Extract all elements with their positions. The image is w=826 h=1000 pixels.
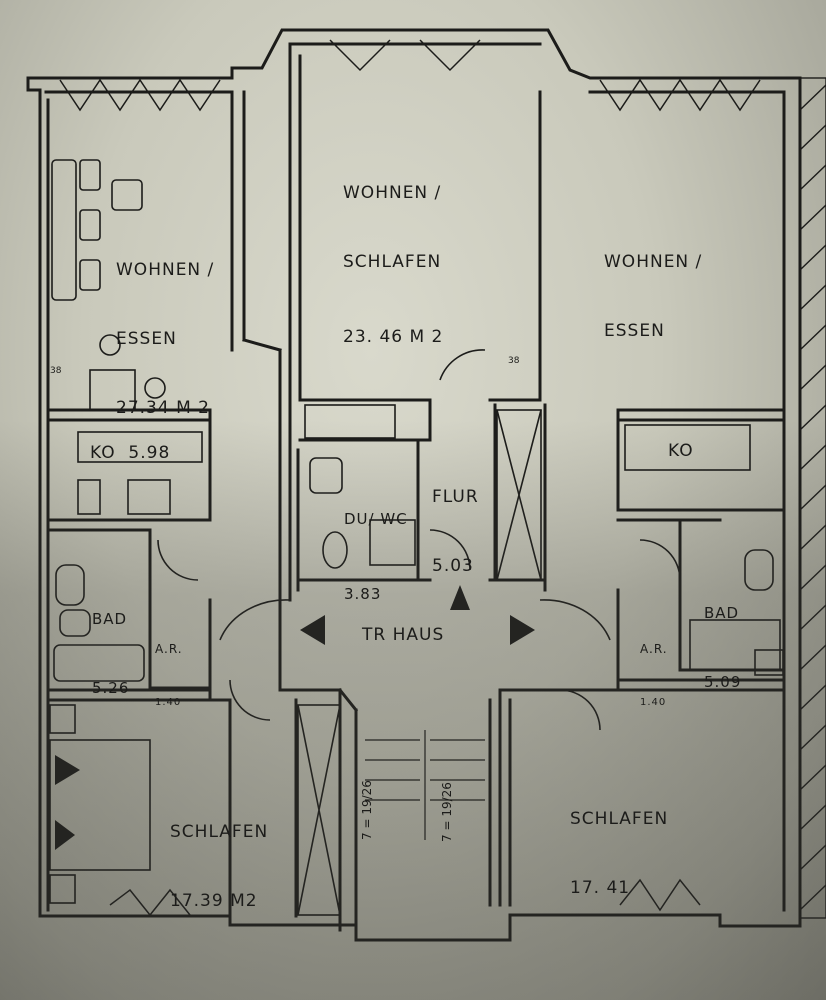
label-flur: FLUR 5.03 xyxy=(432,440,479,601)
label-left-living: WOHNEN / ESSEN 27.34 M 2 xyxy=(116,213,214,443)
stove-left xyxy=(127,479,171,515)
right-storage-name: A.R. xyxy=(640,642,668,656)
wall-lower-left xyxy=(228,698,512,918)
shower xyxy=(369,519,416,566)
arrow-left-entry xyxy=(300,615,325,645)
right-bedroom-area: 17. 41 xyxy=(570,878,631,898)
label-right-bath: BAD 5.09 xyxy=(704,556,741,717)
left-living-name1: WOHNEN / xyxy=(116,260,215,280)
outer-wall xyxy=(26,28,802,942)
bed-left xyxy=(49,739,151,871)
bathtub-left xyxy=(53,644,145,682)
door-arc-right-bath xyxy=(639,539,681,581)
wardrobe-center xyxy=(496,409,542,581)
window-top-right xyxy=(599,78,761,112)
door-arc-du xyxy=(429,529,471,571)
flur-area: 5.03 xyxy=(432,556,474,576)
label-stairwell: TR HAUS xyxy=(362,625,445,645)
toilet-left xyxy=(55,564,85,606)
kitchen-counter-right xyxy=(624,424,751,471)
door-arc-right-bed xyxy=(559,689,601,731)
left-storage-area: 1.40 xyxy=(155,697,182,708)
arrow-up-flur xyxy=(450,585,470,610)
label-right-bedroom: SCHLAFEN 17. 41 xyxy=(570,762,668,923)
right-bath-name: BAD xyxy=(704,604,740,622)
label-left-storage: A.R. 1.40 xyxy=(155,604,183,730)
outer-wall-inner xyxy=(44,42,786,912)
left-bath-name: BAD xyxy=(92,610,128,628)
sofa xyxy=(51,159,77,301)
chair-2 xyxy=(79,209,101,241)
label-right-kitchen: KO xyxy=(668,441,694,461)
wall-center xyxy=(296,54,547,592)
center-living-name1: WOHNEN / xyxy=(343,183,442,203)
label-center-living: WOHNEN / SCHLAFEN 23. 46 M 2 xyxy=(343,136,443,372)
left-living-name2: ESSEN xyxy=(116,329,177,349)
left-bath-area: 5.26 xyxy=(92,679,130,697)
sink-center xyxy=(309,457,343,494)
hatched-wall xyxy=(799,77,826,919)
right-bedroom-name: SCHLAFEN xyxy=(570,809,669,829)
toilet-center xyxy=(322,531,348,569)
left-bedroom-name: SCHLAFEN xyxy=(170,822,269,842)
door-arc-flur xyxy=(439,349,486,381)
stove-right xyxy=(754,649,784,676)
kitchen-counter-left xyxy=(77,431,203,463)
wardrobe-left-x xyxy=(297,704,341,916)
window-bottom-right xyxy=(619,878,701,912)
bath-tub-right xyxy=(689,619,781,671)
arrow-bed-left-2 xyxy=(55,820,75,850)
stair-label-left: 7 = 19/26 xyxy=(360,780,374,840)
left-living-area: 27.34 M 2 xyxy=(116,398,210,418)
door-arc-left-bath xyxy=(157,539,199,581)
nightstand-left-top xyxy=(49,704,76,734)
chair-1 xyxy=(79,159,101,191)
window-top-left xyxy=(59,78,221,112)
sink-left xyxy=(77,479,101,515)
right-living-name2: ESSEN xyxy=(604,321,665,341)
right-living-name1: WOHNEN / xyxy=(604,252,703,272)
right-bath-area: 5.09 xyxy=(704,673,742,691)
label-du-wc: DU/ WC 3.83 xyxy=(344,462,408,629)
label-left-bedroom: SCHLAFEN 17.39 M2 xyxy=(170,775,268,936)
wall-stairwell xyxy=(278,687,562,932)
door-arc-right-entry xyxy=(539,599,611,641)
left-bedroom-area: 17.39 M2 xyxy=(170,891,258,911)
right-storage-area: 1.40 xyxy=(640,697,667,708)
armchair xyxy=(111,179,143,211)
door-arc-left-bed xyxy=(229,679,271,721)
chair-3 xyxy=(79,259,101,291)
center-living-name2: SCHLAFEN xyxy=(343,252,442,272)
label-left-bath: BAD 5.26 xyxy=(92,562,129,723)
door-arc-left-entry xyxy=(219,599,291,641)
window-top-center xyxy=(329,39,481,72)
chair-dining-right xyxy=(144,377,166,399)
du-wc-area: 3.83 xyxy=(344,585,382,603)
dining-table xyxy=(89,369,136,411)
wardrobe-center-x xyxy=(496,409,542,581)
wardrobe-left xyxy=(297,704,341,916)
dim-38-center: 38 xyxy=(508,356,520,366)
arrow-bed-left-1 xyxy=(55,755,80,785)
flur-name: FLUR xyxy=(432,487,479,507)
arrow-right-entry xyxy=(510,615,535,645)
left-storage-name: A.R. xyxy=(155,642,183,656)
nightstand-left-bottom xyxy=(49,874,76,904)
du-wc-name: DU/ WC xyxy=(344,510,408,528)
sink-bath-left xyxy=(59,609,91,637)
center-living-area: 23. 46 M 2 xyxy=(343,327,444,347)
wall-left-corridor xyxy=(230,42,292,692)
window-bottom-left xyxy=(109,888,191,917)
label-right-living: WOHNEN / ESSEN xyxy=(604,205,702,366)
kitchen-center xyxy=(304,404,396,439)
dim-38-left: 38 xyxy=(50,366,62,376)
label-right-storage: A.R. 1.40 xyxy=(640,604,668,730)
stair-label-right: 7 = 19/26 xyxy=(440,782,454,842)
label-left-kitchen: KO 5.98 xyxy=(90,443,171,463)
chair-dining-top xyxy=(99,334,121,356)
toilet-right xyxy=(744,549,774,591)
